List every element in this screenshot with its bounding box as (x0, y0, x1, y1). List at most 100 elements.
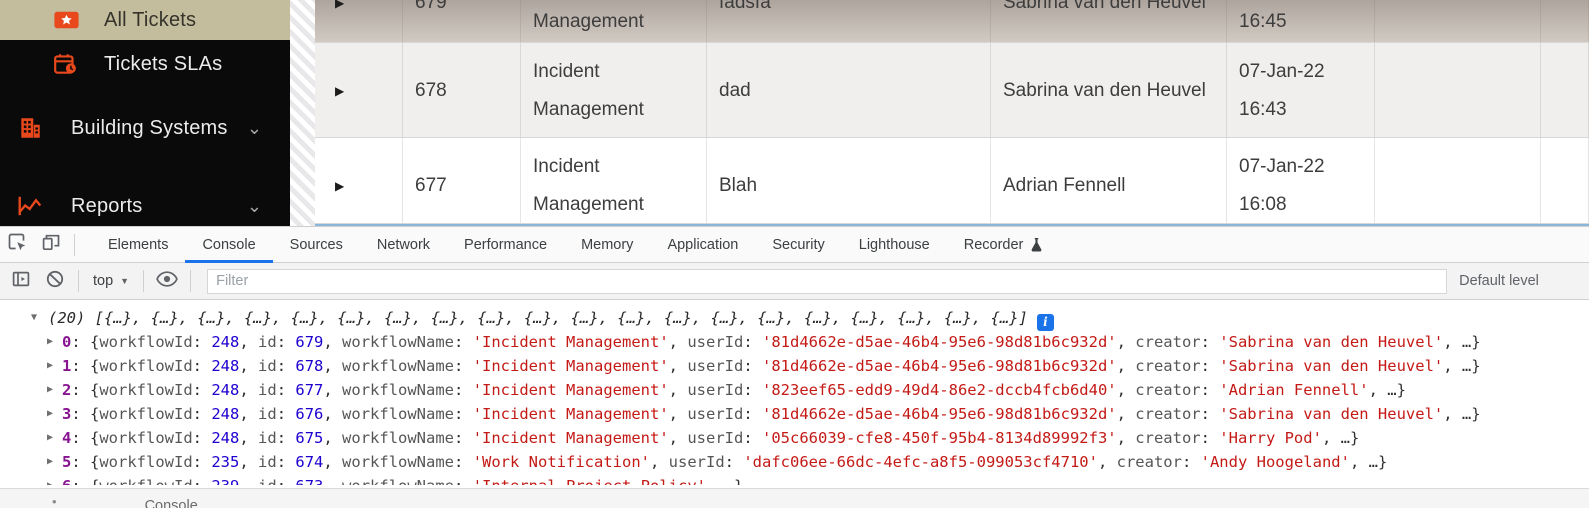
property-key: workflowName (342, 477, 454, 485)
collapse-caret-icon[interactable]: ▼ (31, 312, 38, 323)
toolbar-divider (74, 233, 75, 256)
console-log-entry[interactable]: ▶4: {workflowId: 248, id: 675, workflowN… (0, 426, 1589, 450)
sidebar-item-all-tickets[interactable]: All Tickets (0, 0, 290, 40)
toolbar-divider (143, 270, 145, 292)
chevron-down-icon: ▼ (120, 276, 130, 286)
sidebar-item-tickets-slas[interactable]: Tickets SLAs (0, 40, 290, 88)
property-value: 'Sabrina van den Heuvel' (1219, 333, 1444, 351)
devtools-tabs: Elements Console Sources Network Performance… (91, 227, 1060, 263)
chevron-down-icon: ⌄ (246, 118, 262, 138)
console-log-entry[interactable]: ▶1: {workflowId: 248, id: 678, workflowN… (0, 354, 1589, 378)
tab-memory[interactable]: Memory (581, 236, 634, 253)
tab-sources[interactable]: Sources (289, 236, 343, 253)
cell-name: fadsfa (719, 0, 771, 13)
inspect-icon (7, 232, 27, 257)
table-row[interactable]: ▶ 679Incident Management fadsfa Sabrina van… (315, 0, 1589, 43)
property-key: creator (1135, 405, 1201, 423)
row-expander-icon[interactable]: ▶ (335, 0, 345, 10)
device-toolbar-button[interactable] (34, 230, 68, 260)
property-value: 'Incident Management' (472, 333, 669, 351)
console-status-strip: • Console (0, 488, 1589, 508)
sidebar-item-reports[interactable]: Reports⌄ (0, 180, 290, 226)
expand-caret-icon[interactable]: ▶ (47, 408, 54, 419)
ticket-star-icon (52, 8, 80, 32)
status-bullet-icon: • (52, 494, 57, 508)
row-expander-icon[interactable]: ▶ (335, 83, 345, 98)
clear-console-button[interactable] (38, 266, 72, 296)
chart-line-icon (16, 194, 44, 218)
log-level-dropdown[interactable]: Default level (1459, 273, 1539, 289)
expand-caret-icon[interactable]: ▶ (47, 474, 53, 485)
calendar-clock-icon (52, 52, 80, 76)
property-value: 'Harry Pod' (1219, 429, 1322, 447)
property-value: 'Adrian Fennell' (1219, 381, 1369, 399)
tab-elements[interactable]: Elements (108, 236, 169, 253)
property-key: workflowId (99, 429, 193, 447)
expand-caret-icon[interactable]: ▶ (47, 432, 54, 443)
sidebar-item-building-systems[interactable]: Building Systems⌄ (0, 104, 290, 152)
tab-performance[interactable]: Performance (464, 236, 548, 253)
cell-id: 679 (415, 0, 447, 13)
info-icon[interactable]: i (1036, 313, 1054, 331)
cell-date: 07-Jan-22 16:43 (1239, 60, 1325, 120)
sidebar-resize-gutter[interactable] (290, 0, 315, 226)
status-label: Console (144, 498, 198, 508)
property-value: 248 (211, 333, 240, 351)
property-key: workflowId (99, 405, 193, 423)
cell-id: 678 (415, 79, 447, 101)
entry-index: 5 (62, 453, 72, 471)
property-value: 'Incident Management' (472, 429, 669, 447)
console-log-entry[interactable]: ▶2: {workflowId: 248, id: 677, workflowN… (0, 378, 1589, 402)
javascript-context-dropdown[interactable]: top ▼ (85, 273, 137, 289)
array-preview-text: (20) [{…}, {…}, {…}, {…}, {…}, {…}, {…},… (48, 309, 1028, 327)
property-key: userId (687, 357, 744, 375)
tab-security[interactable]: Security (772, 236, 825, 253)
expand-caret-icon[interactable]: ▶ (47, 456, 54, 467)
building-icon (16, 116, 44, 140)
devtools-tabbar: Elements Console Sources Network Performance… (0, 227, 1589, 263)
entry-index: 3 (62, 405, 72, 423)
row-expander-icon[interactable]: ▶ (335, 178, 345, 193)
tab-lighthouse[interactable]: Lighthouse (858, 236, 930, 253)
tab-application[interactable]: Application (667, 236, 739, 253)
inspect-element-button[interactable] (0, 230, 34, 260)
toolbar-divider (190, 270, 192, 292)
tab-console[interactable]: Console (185, 227, 272, 263)
console-log-entry[interactable]: ▶6: {workflowId: 239, id: 673, workflowN… (0, 474, 1589, 485)
property-value: 239 (211, 477, 239, 485)
console-log-entry[interactable]: ▶3: {workflowId: 248, id: 676, workflowN… (0, 402, 1589, 426)
live-expression-button[interactable] (150, 266, 184, 296)
property-key: workflowId (99, 357, 193, 375)
property-value: 'Incident Management' (472, 381, 669, 399)
property-key: workflowId (99, 333, 193, 351)
property-value: 'dafc06ee-66dc-4efc-a8f5-099053cf4710' (743, 453, 1098, 471)
cell-creator: Sabrina van den Heuvel (1003, 79, 1206, 101)
property-value: 248 (211, 405, 240, 423)
property-key: id (258, 405, 277, 423)
console-log-entry[interactable]: ▶0: {workflowId: 248, id: 679, workflowN… (0, 330, 1589, 354)
tab-recorder[interactable]: Recorder (947, 227, 1061, 263)
property-key: userId (687, 381, 744, 399)
property-value: '823eef65-edd9-49d4-86e2-dccb4fcb6d40' (762, 381, 1117, 399)
property-key: workflowName (342, 405, 455, 423)
cell-workflow: Incident Management (533, 10, 644, 32)
sidebar-item-label: Reports (71, 194, 143, 217)
filter-input[interactable] (207, 268, 1448, 294)
expand-caret-icon[interactable]: ▶ (47, 360, 54, 371)
cell-creator: Sabrina van den Heuvel (1003, 0, 1206, 13)
expand-caret-icon[interactable]: ▶ (47, 336, 54, 347)
console-sidebar-button[interactable] (4, 266, 38, 296)
property-value: 248 (211, 357, 240, 375)
property-key: id (258, 429, 277, 447)
sidebar-item-label: All Tickets (104, 8, 197, 31)
device-toolbar-icon (41, 232, 61, 257)
sidebar-item-label: Tickets SLAs (104, 52, 223, 75)
expand-caret-icon[interactable]: ▶ (47, 384, 54, 395)
property-key: creator (1116, 453, 1182, 471)
tab-network[interactable]: Network (376, 236, 431, 253)
console-log-entry[interactable]: ▶5: {workflowId: 235, id: 674, workflowN… (0, 450, 1589, 474)
